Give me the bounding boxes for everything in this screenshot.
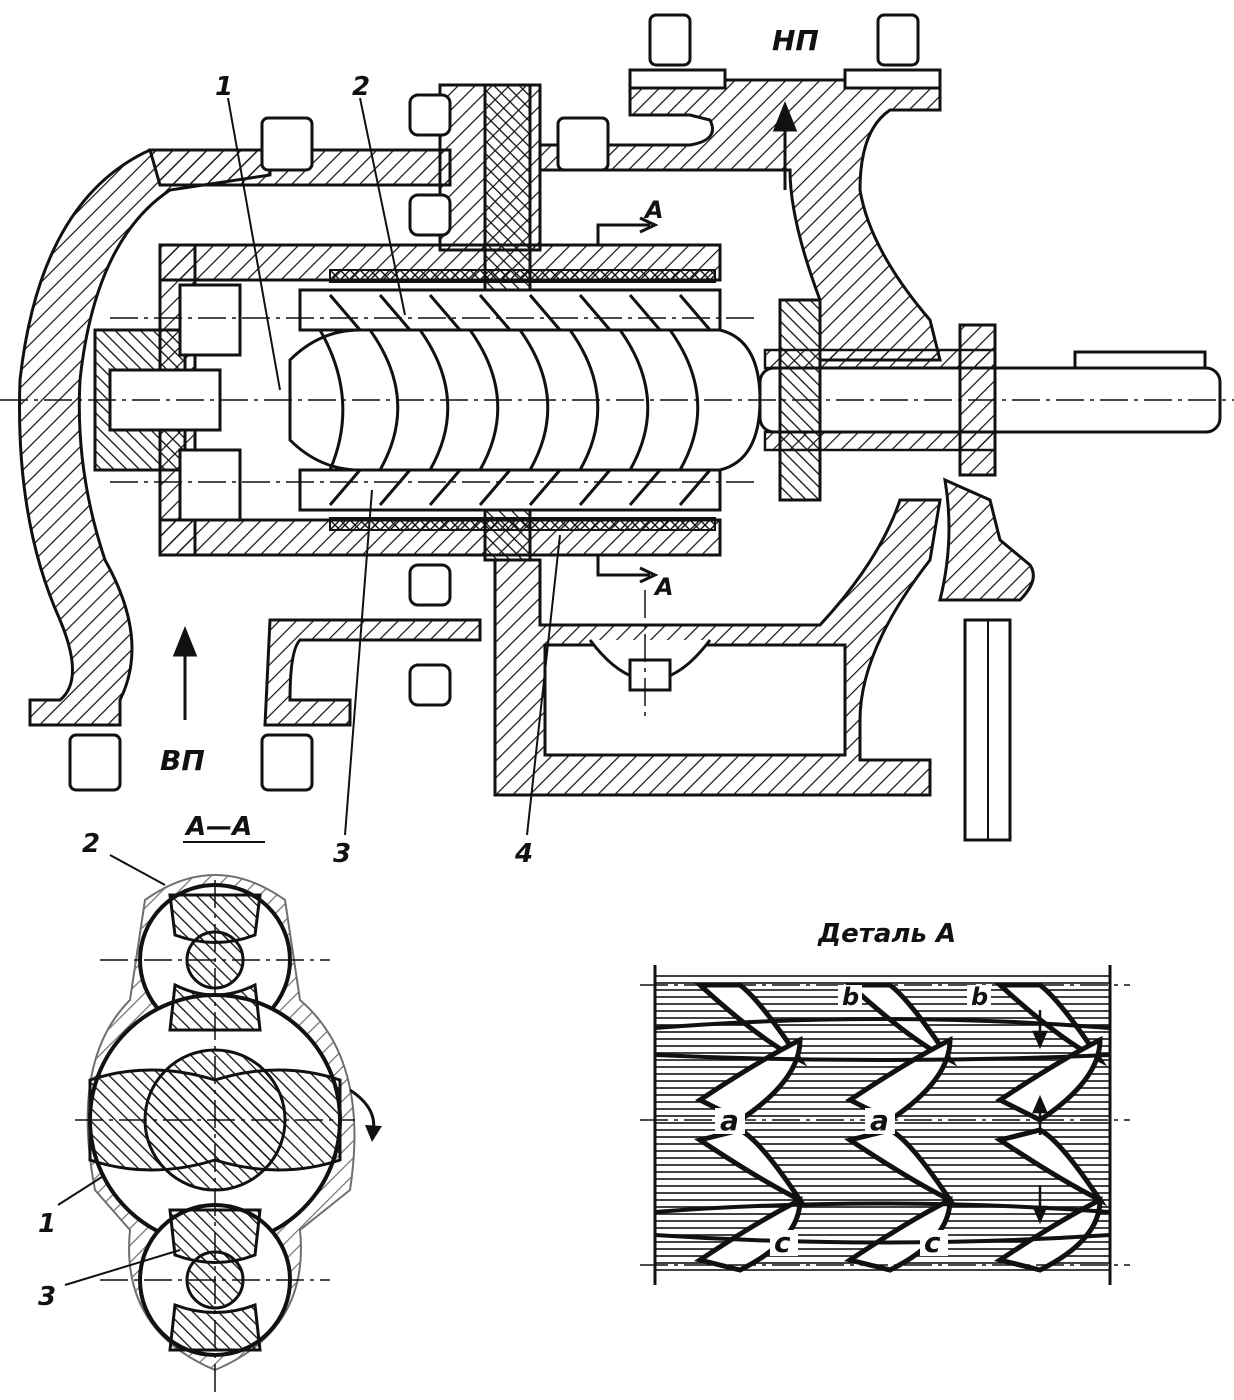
upper-discharge-body — [538, 78, 942, 362]
discharge-label: НП — [772, 24, 819, 57]
bushing-strip-bottom — [329, 517, 716, 531]
detail-view: Деталь A — [640, 919, 1130, 1285]
bushing-strip-top — [329, 269, 716, 283]
centerlines — [0, 317, 1234, 720]
detail-helix-flanks — [693, 982, 1108, 1273]
detail-chamber-b-1: b — [842, 983, 859, 1011]
section-callout-2: 2 — [82, 829, 100, 859]
upper-idler — [298, 288, 722, 332]
callout-4: 4 — [514, 839, 533, 869]
drain-pipe — [938, 477, 1035, 602]
section-mark-bottom: A — [653, 573, 674, 601]
lower-idler — [298, 468, 722, 512]
detail-chamber-c-2: c — [924, 1226, 941, 1259]
callout-1: 1 — [215, 72, 233, 102]
detail-chamber-a-2: a — [870, 1104, 889, 1137]
detail-chamber-c-1: c — [774, 1226, 791, 1259]
detail-title: Деталь A — [817, 919, 956, 949]
main-longitudinal-view: НП ВП A A 1 2 3 4 — [0, 13, 1234, 869]
detail-chamber-b-2: b — [971, 983, 988, 1011]
detail-chamber-a-1: a — [720, 1104, 739, 1137]
leader-lines — [227, 97, 561, 836]
callout-2: 2 — [352, 72, 370, 102]
suction-label: ВП — [160, 744, 205, 777]
section-markers — [596, 216, 659, 584]
section-view: A—A 2 1 3 — [38, 812, 382, 1395]
lower-casing — [263, 618, 482, 727]
section-title: A—A — [184, 812, 252, 842]
section-callout-1: 1 — [38, 1209, 56, 1239]
section-mark-top: A — [643, 196, 664, 224]
suction-casing — [18, 148, 272, 727]
callout-3: 3 — [333, 839, 351, 869]
flow-arrows — [172, 100, 798, 720]
bolts — [68, 13, 920, 792]
section-callout-3: 3 — [38, 1282, 56, 1312]
